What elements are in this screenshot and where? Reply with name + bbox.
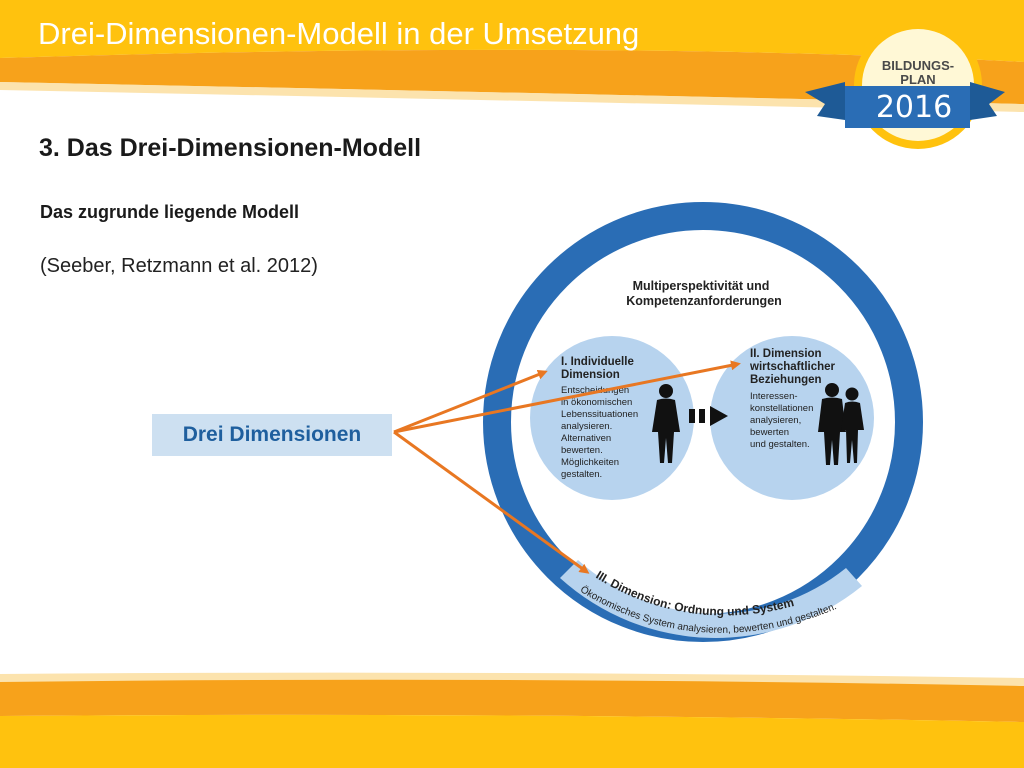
ring-title-line2: Kompetenzanforderungen <box>626 294 782 308</box>
top-banner <box>0 0 1024 112</box>
svg-text:bewerten: bewerten <box>750 427 789 438</box>
right-arrow-icon <box>689 406 728 426</box>
ring-title-line1: Multiperspektivität und <box>633 279 770 293</box>
slide-title: Drei-Dimensionen-Modell in der Umsetzung <box>38 16 640 51</box>
bildungsplan-2016-logo <box>805 21 1005 149</box>
couple-silhouette-icon <box>818 383 864 465</box>
dimension-three-band <box>560 560 862 638</box>
dim2-title-line2: wirtschaftlicher <box>749 361 836 373</box>
section-heading: 3. Das Drei-Dimensionen-Modell <box>39 134 422 162</box>
svg-text:und gestalten.: und gestalten. <box>750 439 810 450</box>
svg-text:Entscheidungen: Entscheidungen <box>561 385 629 396</box>
subheading: Das zugrunde liegende Modell <box>40 202 300 222</box>
dim1-title-line2: Dimension <box>561 369 620 381</box>
dim1-title-line1: I. Individuelle <box>561 356 634 368</box>
dim2-title-line1: II. Dimension <box>750 348 822 360</box>
dim2-title-line3: Beziehungen <box>750 374 822 386</box>
drei-dimensionen-label-box: Drei Dimensionen <box>152 414 392 456</box>
drei-dimensionen-label: Drei Dimensionen <box>182 423 362 446</box>
connector-arrows <box>393 360 741 574</box>
svg-text:gestalten.: gestalten. <box>561 469 602 480</box>
person-silhouette-icon <box>652 384 680 463</box>
bottom-banner <box>0 672 1024 768</box>
svg-text:konstellationen: konstellationen <box>750 403 813 414</box>
svg-text:Interessen-: Interessen- <box>750 391 798 402</box>
dim2-body: Interessen- konstellationen analysieren,… <box>750 391 813 450</box>
svg-text:in ökonomischen: in ökonomischen <box>561 397 632 408</box>
svg-text:analysieren.: analysieren. <box>561 421 612 432</box>
dim1-body: Entscheidungen in ökonomischen Lebenssit… <box>561 385 638 480</box>
svg-text:bewerten.: bewerten. <box>561 445 603 456</box>
dimension-two-circle <box>710 336 874 500</box>
badge-text-plan: PLAN <box>900 72 936 87</box>
svg-text:analysieren,: analysieren, <box>750 415 801 426</box>
svg-text:Alternativen: Alternativen <box>561 433 611 444</box>
svg-text:Möglichkeiten: Möglichkeiten <box>561 457 619 468</box>
citation: (Seeber, Retzmann et al. 2012) <box>40 255 318 277</box>
badge-year: 2016 <box>875 90 953 125</box>
dimension-one-circle <box>530 336 694 500</box>
badge-text-bildungs: BILDUNGS- <box>881 58 955 73</box>
svg-text:Lebenssituationen: Lebenssituationen <box>561 409 638 420</box>
